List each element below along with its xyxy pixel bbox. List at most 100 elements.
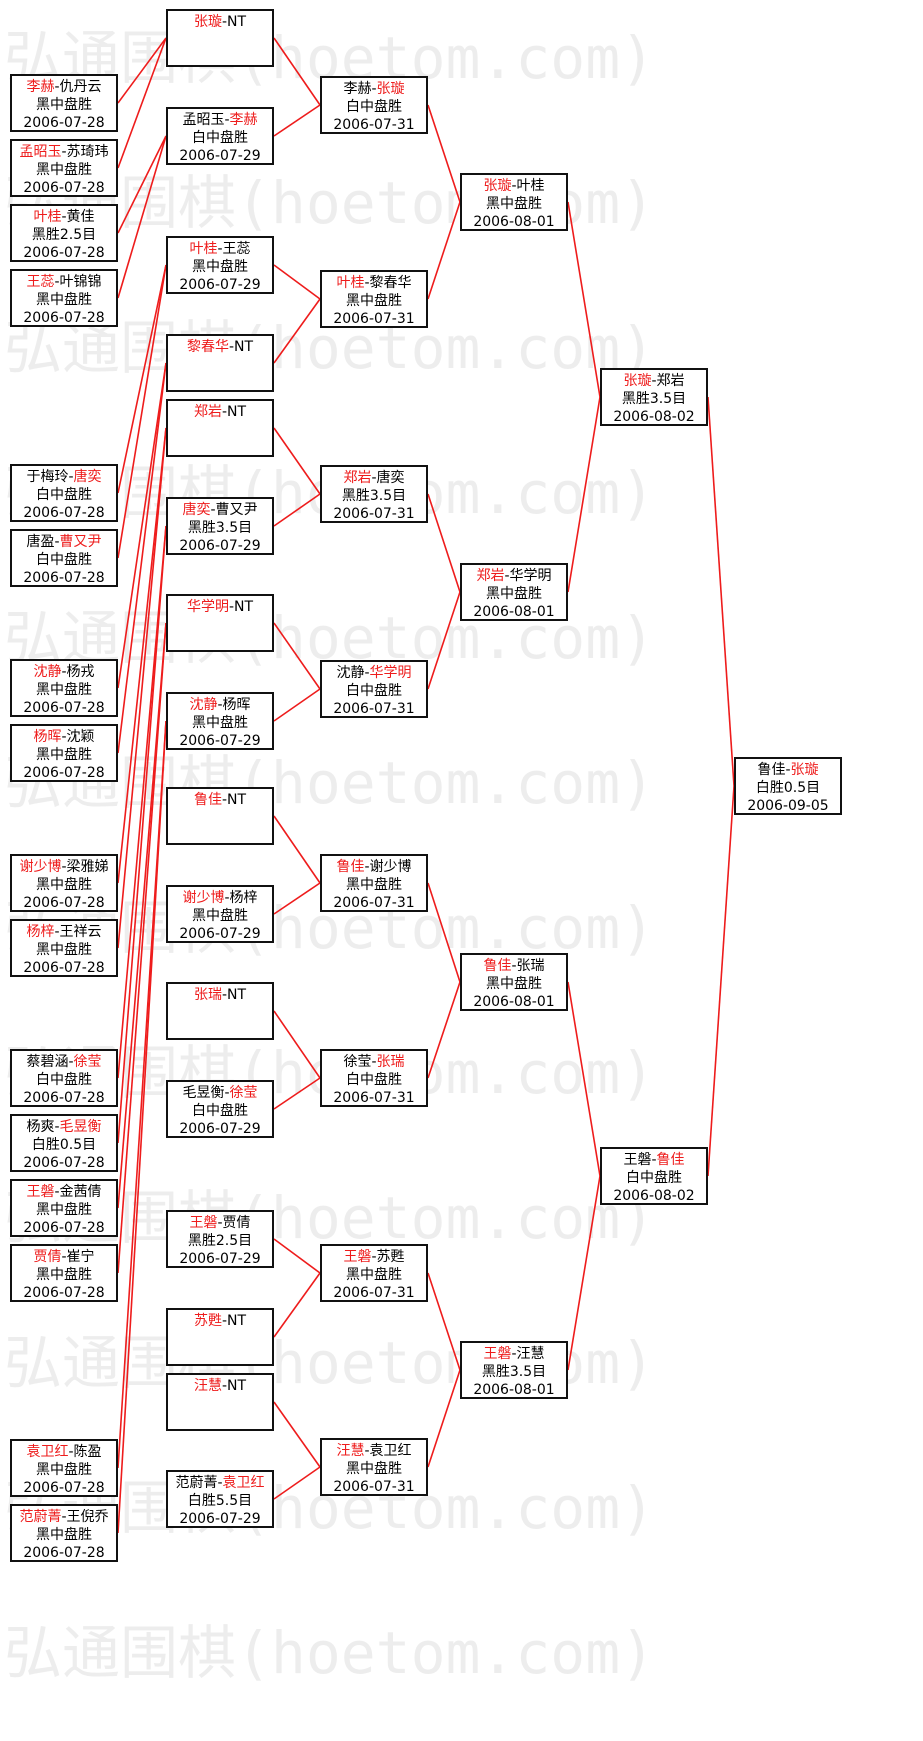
player-name: 杨晖	[222, 697, 251, 713]
match-date: 2006-08-01	[473, 604, 555, 620]
connector-line	[273, 298, 321, 364]
player-name: NT	[227, 14, 247, 30]
match-result: 黑中盘胜	[36, 942, 92, 958]
vs-separator: -	[61, 209, 67, 225]
player-name: 叶桂	[516, 178, 545, 194]
match-result: 黑胜2.5目	[31, 227, 97, 243]
vs-separator: -	[785, 762, 791, 778]
match-result: 黑中盘胜	[346, 1461, 402, 1477]
match-result: 黑中盘胜	[346, 877, 402, 893]
vs-separator: -	[504, 568, 510, 584]
match-result: 黑中盘胜	[36, 747, 92, 763]
player-name: 王倪乔	[66, 1509, 109, 1525]
connector-line	[117, 362, 167, 754]
vs-separator: -	[217, 1475, 223, 1491]
match-result: 白胜5.5目	[187, 1493, 253, 1509]
match-result: 黑中盘胜	[486, 196, 542, 212]
vs-separator: -	[371, 1054, 377, 1070]
match-players: 袁卫红-陈盈	[12, 1443, 116, 1461]
player-name: NT	[227, 1378, 247, 1394]
player-name: 沈颖	[66, 729, 95, 745]
match-result: 黑中盘胜	[346, 1267, 402, 1283]
player-name: 张瑞	[516, 958, 545, 974]
player-name: 范蔚菁	[175, 1475, 218, 1491]
connector-line	[567, 1175, 601, 1371]
match-box: 范蔚菁-袁卫红白胜5.5目 2006-07-29	[166, 1470, 274, 1528]
vs-separator: -	[224, 1085, 230, 1101]
match-date: 2006-08-01	[473, 994, 555, 1010]
connector-line	[117, 720, 167, 1469]
player-name: 孟昭玉	[182, 112, 225, 128]
match-players: 鲁佳-张瑞	[462, 957, 566, 975]
match-players: 郑岩-唐奕	[322, 469, 426, 487]
vs-separator: -	[221, 792, 228, 808]
vs-separator: -	[224, 112, 230, 128]
player-name: 沈静	[336, 665, 365, 681]
match-result: 黑中盘胜	[346, 293, 402, 309]
player-name: 鲁佳	[757, 762, 786, 778]
winner-name: 李赫	[26, 79, 55, 95]
match-date: 2006-07-29	[179, 1251, 261, 1267]
winner-name: 徐莹	[229, 1085, 258, 1101]
match-date: 2006-07-31	[333, 895, 415, 911]
connector-line	[273, 1272, 321, 1338]
vs-separator: -	[228, 599, 235, 615]
connector-line	[427, 981, 461, 1079]
match-result: 白中盘胜	[36, 552, 92, 568]
connector-line	[273, 1466, 321, 1500]
connector-line	[273, 1238, 321, 1274]
match-players: 王磐-金茜倩	[12, 1183, 116, 1201]
vs-separator: -	[61, 1249, 67, 1265]
player-name: 杨戎	[66, 664, 95, 680]
match-result: 黑中盘胜	[192, 259, 248, 275]
connector-line	[273, 493, 321, 527]
match-players: 范蔚菁-袁卫红	[168, 1474, 272, 1492]
match-result: 白中盘胜	[192, 1103, 248, 1119]
connector-line	[427, 1369, 461, 1468]
match-date: 2006-07-28	[23, 895, 105, 911]
match-date: 2006-07-28	[23, 960, 105, 976]
vs-separator: -	[364, 665, 370, 681]
player-name: NT	[234, 599, 254, 615]
winner-name: 汪慧	[193, 1378, 222, 1394]
match-result: 黑中盘胜	[486, 586, 542, 602]
vs-separator: -	[221, 1378, 228, 1394]
match-date: 2006-07-29	[179, 148, 261, 164]
match-players: 蔡碧涵-徐莹	[12, 1053, 116, 1071]
match-players: 华学明-NT	[168, 598, 272, 616]
match-box: 鲁佳-张瑞黑中盘胜 2006-08-01	[460, 953, 568, 1011]
winner-name: 徐莹	[73, 1054, 102, 1070]
match-box: 张璇-NT	[166, 9, 274, 67]
player-name: 华学明	[509, 568, 552, 584]
match-result: 黑中盘胜	[36, 877, 92, 893]
match-players: 王磐-汪慧	[462, 1345, 566, 1363]
player-name: NT	[227, 1313, 247, 1329]
connector-line	[117, 525, 167, 1079]
vs-separator: -	[217, 697, 223, 713]
winner-name: 苏甦	[193, 1313, 222, 1329]
match-box: 黎春华-NT	[166, 334, 274, 392]
match-players: 张瑞-NT	[168, 986, 272, 1004]
match-result: 黑胜3.5目	[481, 1364, 547, 1380]
match-players: 黎春华-NT	[168, 338, 272, 356]
match-players: 叶桂-黎春华	[322, 274, 426, 292]
match-date: 2006-09-05	[747, 798, 829, 814]
match-result: 白中盘胜	[346, 683, 402, 699]
player-name: 苏甦	[376, 1249, 405, 1265]
match-result: 黑中盘胜	[486, 976, 542, 992]
winner-name: 张璇	[193, 14, 222, 30]
vs-separator: -	[228, 339, 235, 355]
vs-separator: -	[61, 859, 67, 875]
connector-line	[567, 981, 601, 1177]
match-date: 2006-07-29	[179, 1511, 261, 1527]
winner-name: 王磐	[26, 1184, 55, 1200]
winner-name: 张璇	[623, 373, 652, 389]
